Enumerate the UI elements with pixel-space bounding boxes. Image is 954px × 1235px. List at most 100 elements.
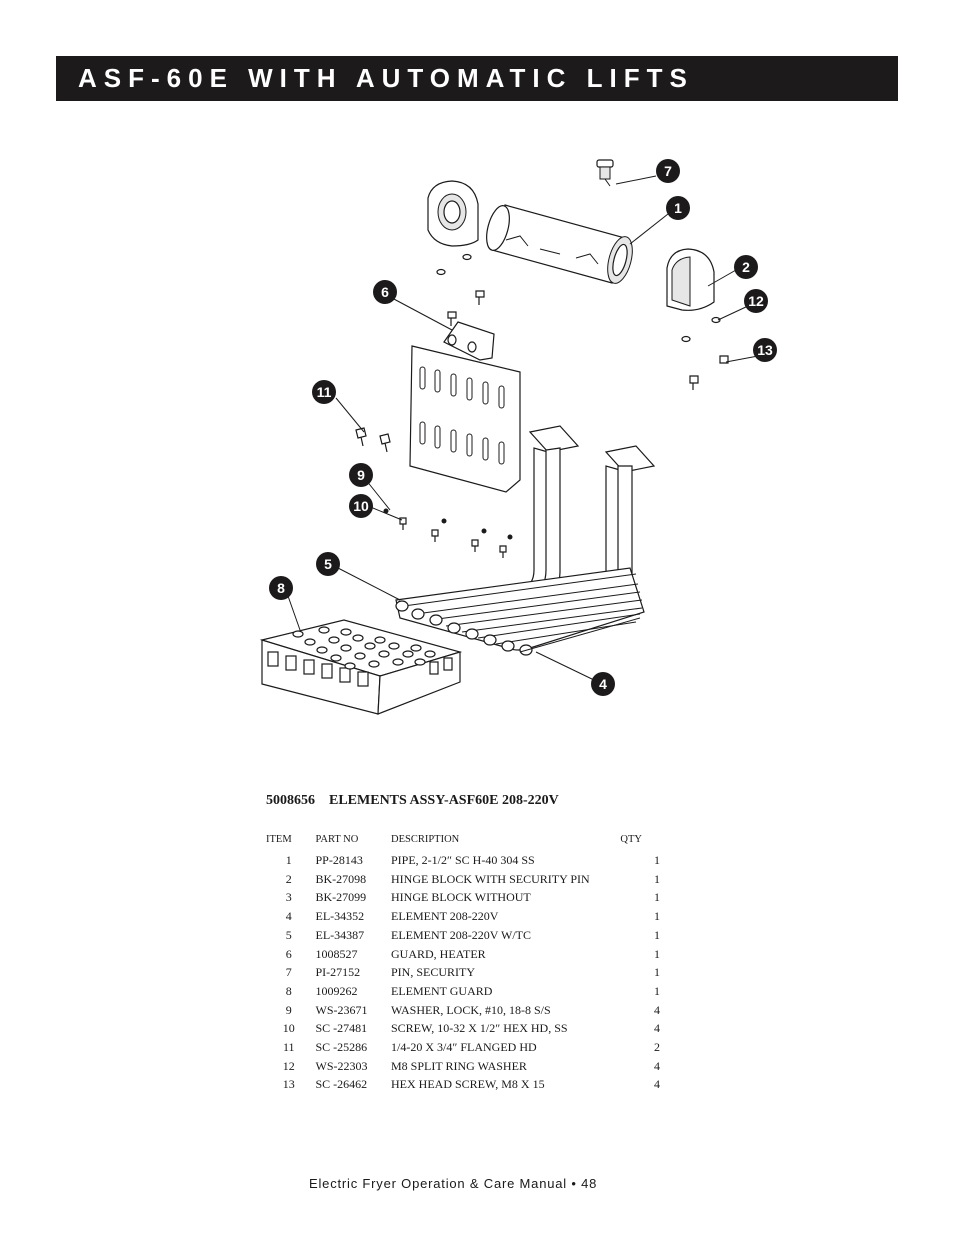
cell-item: 6	[285, 946, 292, 961]
element-guard	[259, 619, 463, 715]
svg-text:1: 1	[674, 200, 682, 216]
cell-part-no: PP-28143	[315, 853, 363, 867]
svg-text:10: 10	[353, 498, 369, 514]
pipe	[486, 204, 633, 284]
table-row: 6 1008527 GUARD, HEATER 1	[262, 945, 660, 964]
leader-lines	[287, 175, 759, 681]
cell-part-no: SC -25286	[315, 1040, 368, 1055]
cell-description: PIPE, 2-1/2″ SC H-40 304 SS	[391, 853, 535, 867]
security-pin	[596, 159, 614, 187]
cell-item: 13	[282, 1077, 295, 1092]
svg-text:12: 12	[748, 293, 764, 309]
callout-7: 7	[656, 159, 680, 183]
callout-4: 4	[591, 672, 615, 696]
callout-1: 1	[666, 196, 690, 220]
table-row: 7 PI-27152 PIN, SECURITY 1	[262, 963, 660, 982]
cell-part-no: BK-27099	[315, 890, 367, 905]
cell-description: HINGE BLOCK WITH SECURITY PIN	[391, 871, 590, 886]
assembly-heading: 5008656 ELEMENTS ASSY-ASF60E 208-220V	[266, 793, 559, 809]
cell-item: 5	[285, 927, 292, 942]
callout-2: 2	[734, 255, 758, 279]
cell-item: 8	[285, 983, 292, 998]
cell-description: SCREW, 10-32 X 1/2″ HEX HD, SS	[391, 1021, 568, 1036]
cell-item: 10	[282, 1021, 295, 1036]
svg-text:4: 4	[599, 676, 607, 692]
svg-text:13: 13	[757, 342, 773, 358]
assembly-part-number: 5008656	[266, 793, 315, 808]
assembly-name: ELEMENTS ASSY-ASF60E 208-220V	[329, 793, 559, 808]
table-row: 13 SC -26462 HEX HEAD SCREW, M8 X 15 4	[262, 1075, 660, 1094]
callout-9: 9	[349, 463, 373, 487]
cell-qty: 1	[654, 983, 660, 998]
callout-13: 13	[753, 338, 777, 362]
top-hardware	[436, 253, 729, 390]
cell-part-no: SC -26462	[315, 1077, 368, 1092]
cell-part-no: 1008527	[315, 946, 358, 961]
cell-qty: 1	[654, 853, 660, 867]
table-row: 8 1009262 ELEMENT GUARD 1	[262, 982, 660, 1001]
parts-table-header: ITEM PART NO DESCRIPTION QTY	[262, 833, 660, 851]
cell-item: 7	[285, 965, 292, 980]
cell-part-no: PI-27152	[315, 965, 361, 980]
page-footer: Electric Fryer Operation & Care Manual •…	[309, 1176, 598, 1191]
cell-qty: 1	[654, 946, 660, 961]
cell-item: 9	[285, 1002, 292, 1017]
callout-12: 12	[744, 289, 768, 313]
page-title: ASF-60E WITH AUTOMATIC LIFTS	[56, 56, 898, 101]
svg-text:8: 8	[277, 580, 285, 596]
guard-hardware	[355, 427, 513, 558]
cell-qty: 1	[654, 890, 660, 905]
exploded-parts-diagram: 7 1 2 12 6 13 11 9 10 5 8 4	[259, 159, 777, 715]
cell-description: ELEMENT GUARD	[391, 983, 493, 998]
cell-description: M8 SPLIT RING WASHER	[391, 1058, 527, 1073]
cell-part-no: WS-22303	[315, 1058, 368, 1073]
cell-part-no: BK-27098	[315, 871, 367, 886]
table-row: 2 BK-27098 HINGE BLOCK WITH SECURITY PIN 1	[262, 870, 660, 889]
cell-qty: 2	[654, 1040, 660, 1055]
svg-text:11: 11	[317, 384, 332, 400]
cell-item: 2	[285, 871, 292, 886]
cell-part-no: EL-34387	[315, 927, 365, 942]
cell-part-no: WS-23671	[315, 1002, 368, 1017]
heater-guard	[409, 321, 521, 493]
callout-10: 10	[349, 494, 373, 518]
cell-qty: 4	[654, 1021, 660, 1036]
table-row: 12 WS-22303 M8 SPLIT RING WASHER 4	[262, 1057, 660, 1076]
callout-11: 11	[312, 380, 336, 404]
cell-qty: 4	[654, 1058, 660, 1073]
cell-description: GUARD, HEATER	[391, 946, 486, 961]
hinge-block-left	[427, 180, 479, 247]
table-row: 10 SC -27481 SCREW, 10-32 X 1/2″ HEX HD, S…	[262, 1019, 660, 1038]
header-qty: QTY	[620, 833, 642, 845]
cell-description: HEX HEAD SCREW, M8 X 15	[391, 1077, 545, 1092]
cell-qty: 1	[654, 871, 660, 886]
cell-part-no: 1009262	[315, 983, 358, 998]
cell-qty: 4	[654, 1002, 660, 1017]
cell-item: 12	[282, 1058, 295, 1073]
svg-text:6: 6	[381, 284, 389, 300]
cell-item: 4	[285, 909, 292, 924]
cell-part-no: SC -27481	[315, 1021, 368, 1036]
svg-text:9: 9	[357, 467, 365, 483]
header-item: ITEM	[266, 833, 292, 845]
cell-part-no: EL-34352	[315, 909, 365, 924]
cell-item: 11	[282, 1040, 295, 1055]
cell-description: ELEMENT 208-220V W/TC	[391, 927, 531, 942]
cell-description: ELEMENT 208-220V	[391, 909, 499, 924]
cell-qty: 4	[654, 1077, 660, 1092]
cell-qty: 1	[654, 927, 660, 942]
cell-item: 3	[285, 890, 292, 905]
cell-description: PIN, SECURITY	[391, 965, 476, 980]
cell-qty: 1	[654, 965, 660, 980]
table-row: 5 EL-34387 ELEMENT 208-220V W/TC 1	[262, 926, 660, 945]
svg-text:7: 7	[664, 163, 672, 179]
cell-item: 1	[285, 853, 292, 867]
svg-text:2: 2	[742, 259, 750, 275]
callout-5: 5	[316, 552, 340, 576]
table-row: 1 PP-28143 PIPE, 2-1/2″ SC H-40 304 SS 1	[262, 851, 660, 870]
callout-8: 8	[269, 576, 293, 600]
